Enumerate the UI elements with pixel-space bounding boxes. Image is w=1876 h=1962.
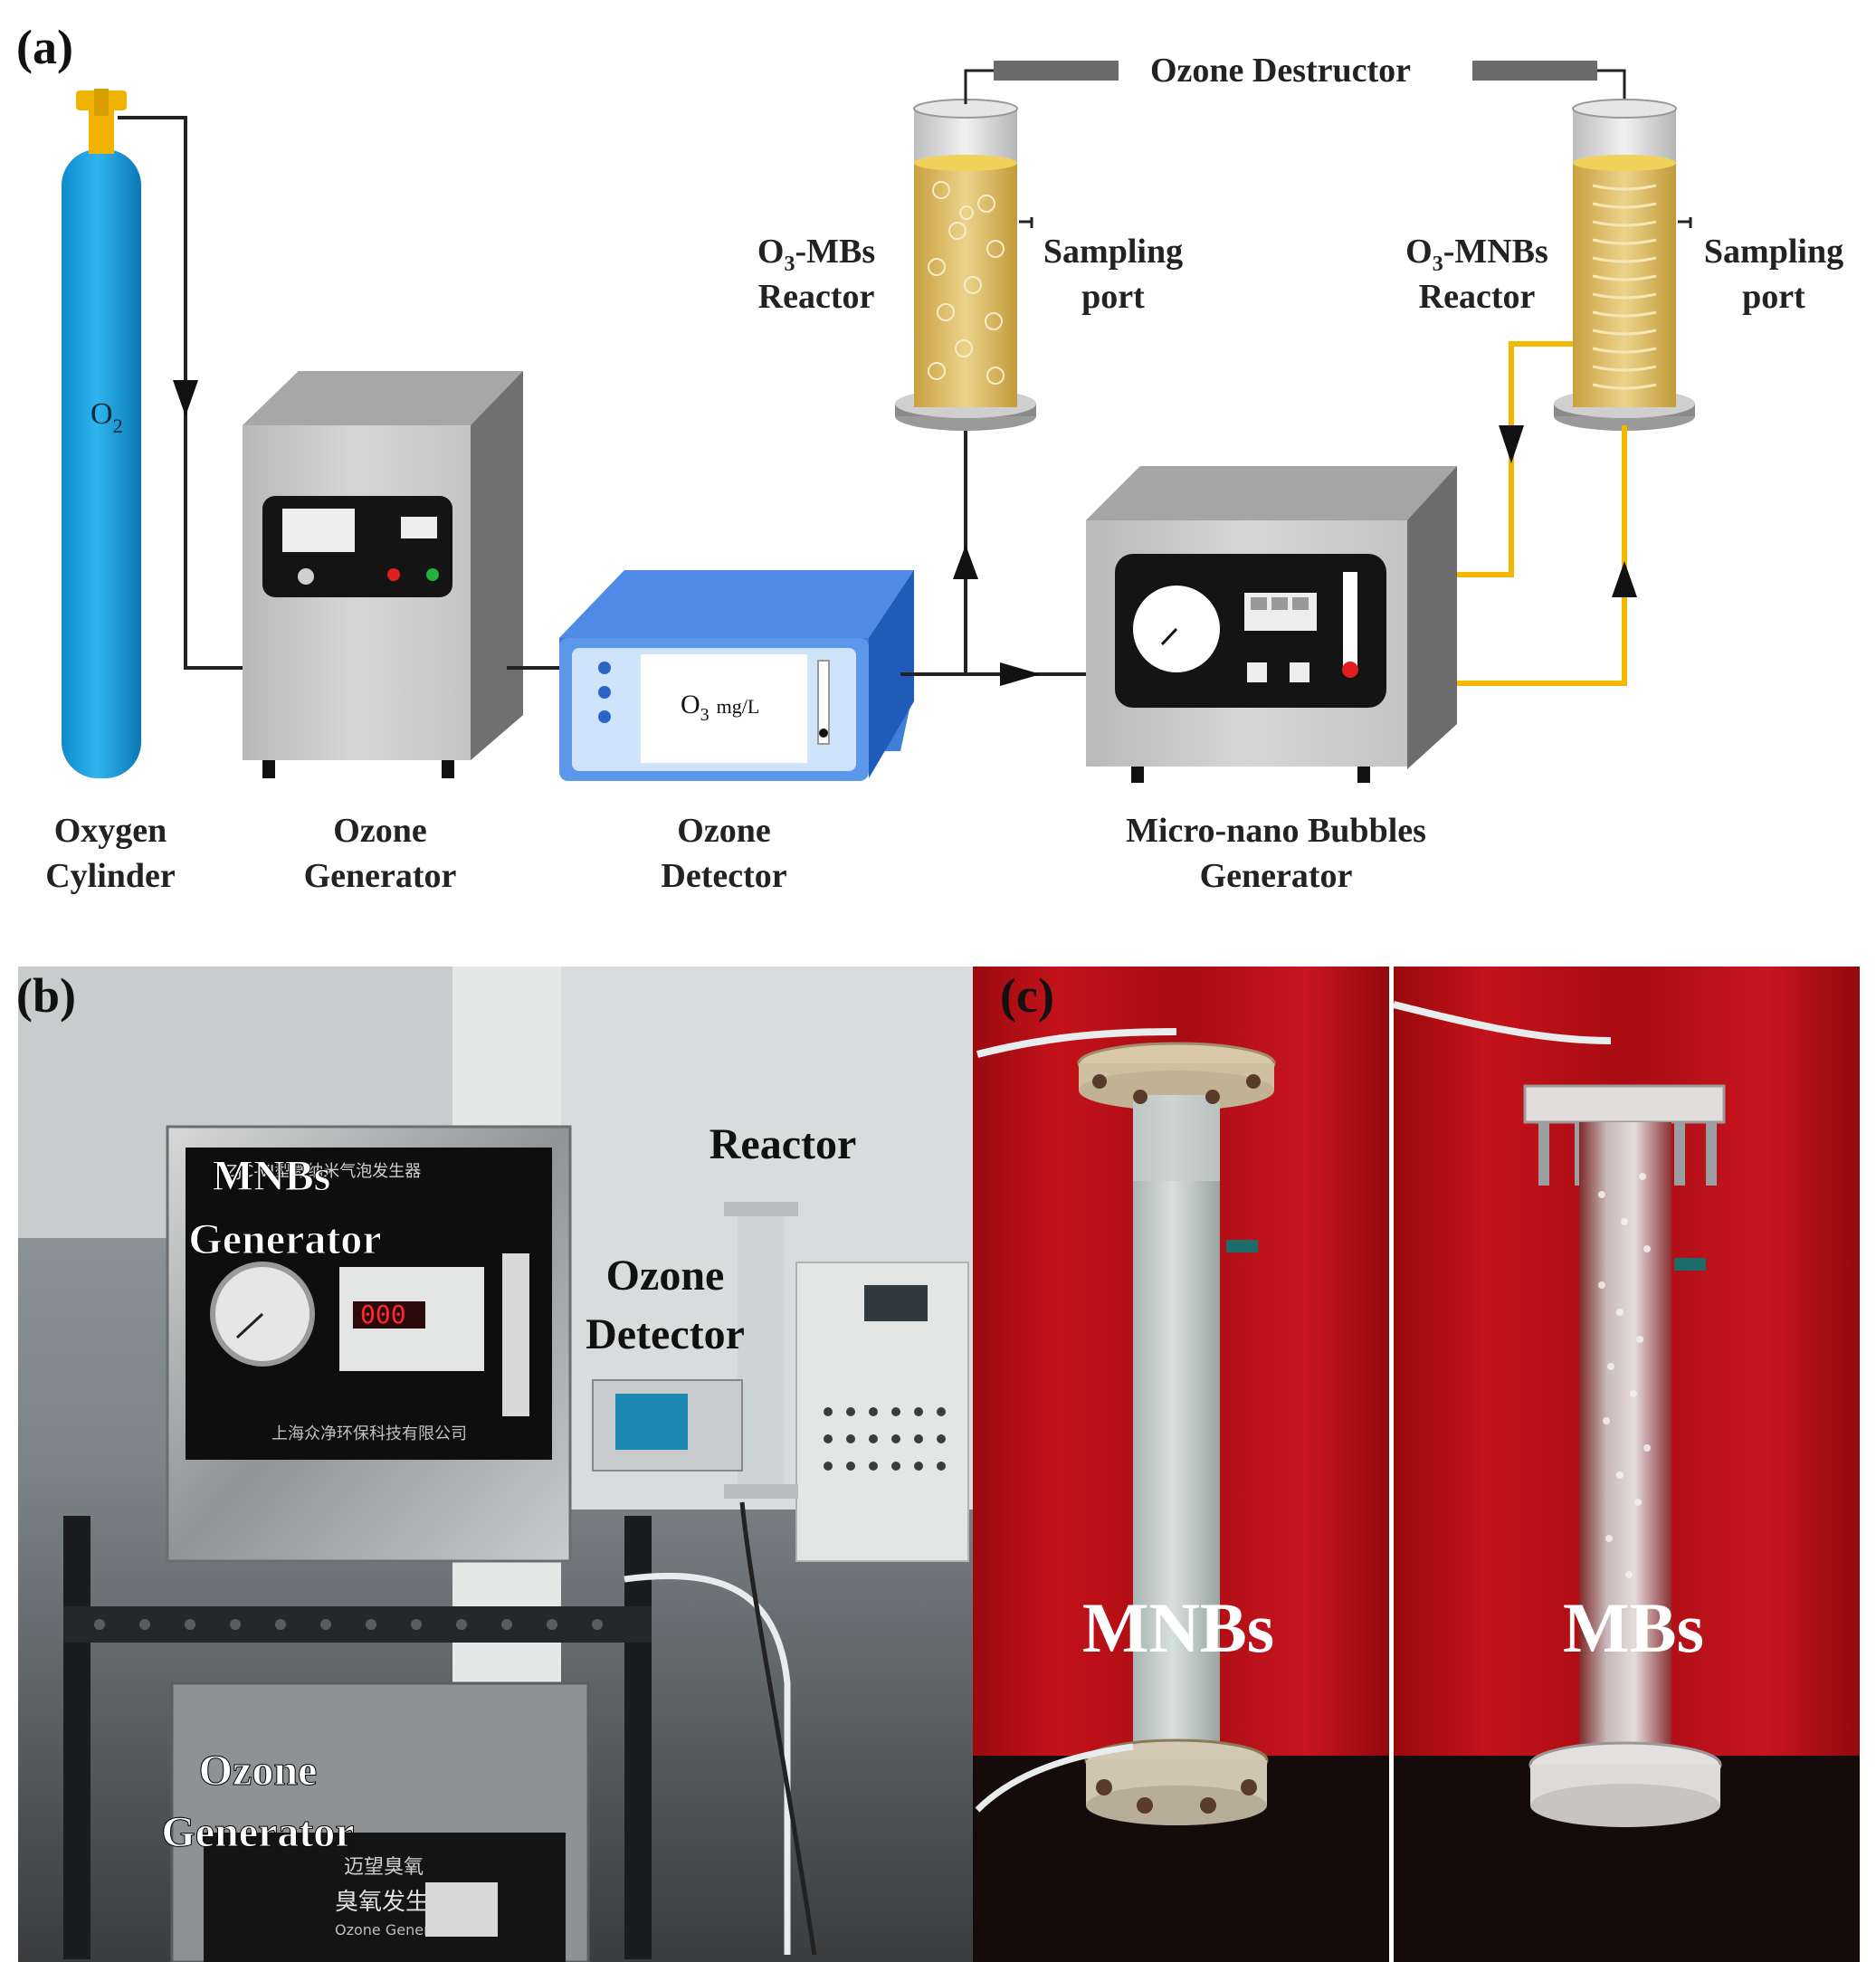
- ozone-detector-label-1: Ozone: [677, 812, 770, 850]
- pipe-mbs-destructor: [964, 69, 994, 104]
- ozone-generator-illustration: [243, 371, 523, 778]
- sampling-port-right-1: Sampling: [1704, 233, 1843, 271]
- photo-reactor-label: Reactor: [709, 1120, 857, 1168]
- photo-ozone-generator-label-2: Generator: [161, 1808, 354, 1856]
- mnbs-display-readout: 000: [360, 1300, 406, 1329]
- ozone-destructor-label: Ozone Destructor: [1150, 52, 1411, 90]
- mnbs-reactor-label-2: Reactor: [1419, 278, 1536, 316]
- mnbs-reactor-label-1: O3-MNBs: [1405, 233, 1548, 276]
- ozone-destructor-left: [994, 61, 1119, 81]
- flow-arrow-up-left: [953, 545, 978, 579]
- cylinder-gas-label: O2: [90, 397, 123, 437]
- mbs-reactor-label-1: O3-MBs: [757, 233, 875, 276]
- panel-c-photo: (c) MNBs MBs: [973, 967, 1860, 1962]
- mnb-generator-label-2: Generator: [1200, 857, 1353, 895]
- oxygen-cylinder-label-2: Cylinder: [45, 857, 176, 895]
- ozone-detector-label-2: Detector: [661, 857, 786, 895]
- panel-a: (a) O2: [16, 20, 1843, 895]
- photo-mbs-label: MBs: [1563, 1588, 1704, 1667]
- photo-mnbs-label: MNBs: [1082, 1588, 1274, 1667]
- sampling-port-left-2: port: [1081, 278, 1145, 316]
- ozone-generator-label-1: Ozone: [333, 812, 426, 850]
- flow-arrow-down: [173, 380, 198, 416]
- o3-mnbs-reactor-illustration: [1554, 99, 1695, 431]
- flow-arrow-up-right: [1612, 561, 1637, 597]
- ozone-destructor-right: [1472, 61, 1597, 81]
- loop-pipe-return: [1455, 425, 1627, 686]
- photo-mnbs-generator-label-2: Generator: [188, 1215, 381, 1263]
- mnb-generator-label-1: Micro-nano Bubbles: [1126, 812, 1426, 850]
- oxygen-cylinder: O2: [62, 89, 141, 778]
- panel-b-photo: ZJC-VI型微纳米气泡发生器 000 上海众净环保科技有限公司 迈望臭氧 臭氧…: [16, 967, 973, 1962]
- panel-a-label: (a): [16, 20, 73, 74]
- panel-b-label: (b): [16, 968, 76, 1023]
- photo-ozone-detector-label-2: Detector: [586, 1310, 745, 1358]
- photo-ozone-generator-label-1: Ozone: [199, 1747, 318, 1795]
- oxygen-cylinder-label-1: Oxygen: [54, 812, 167, 850]
- panel-c-label: (c): [1000, 968, 1054, 1023]
- sampling-port-left-1: Sampling: [1043, 233, 1183, 271]
- photo-ozone-detector-label-1: Ozone: [606, 1252, 725, 1300]
- mnbs-panel-text: ZJC-VI型微纳米气泡发生器: [226, 1162, 421, 1181]
- ozone-generator-label-2: Generator: [304, 857, 457, 895]
- mnbs-company-text: 上海众净环保科技有限公司: [271, 1424, 467, 1443]
- flow-arrow-right: [1000, 662, 1041, 686]
- o3-mbs-reactor-illustration: [895, 99, 1036, 431]
- loop-pipe-out: [1455, 341, 1573, 577]
- mbs-reactor-label-2: Reactor: [758, 278, 875, 316]
- flow-arrow-down-right: [1499, 425, 1524, 463]
- photo-mnbs-generator-label-1: MNBs: [213, 1152, 331, 1200]
- sampling-port-right-2: port: [1742, 278, 1805, 316]
- mnb-generator-illustration: [1086, 466, 1457, 783]
- ozone-panel-text: 迈望臭氧: [344, 1856, 424, 1879]
